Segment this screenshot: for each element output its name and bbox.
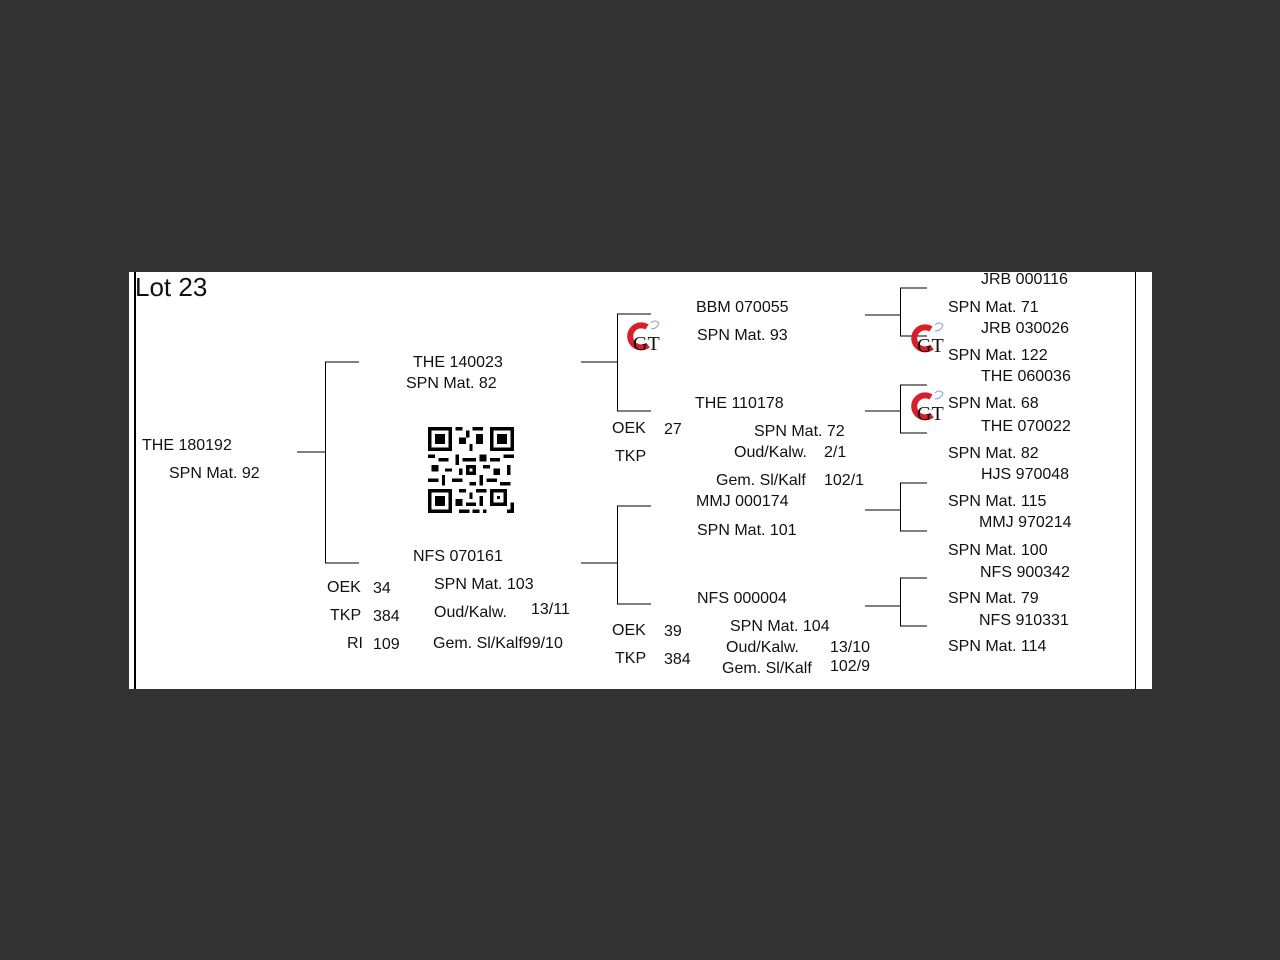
sire-id: THE 140023 (413, 354, 503, 371)
qr-code (428, 427, 514, 513)
gen4-spn: SPN Mat. 71 (948, 299, 1039, 316)
left-border (134, 272, 136, 689)
sd-id: THE 110178 (695, 395, 784, 412)
gen4-id: JRB 000116 (981, 272, 1068, 288)
sd-gem-label: Gem. Sl/Kalf (716, 472, 806, 489)
dd-gem-label: Gem. Sl/Kalf (722, 660, 812, 677)
dam-tkp-value: 384 (373, 608, 400, 625)
dd-oek-value: 39 (664, 623, 682, 640)
gen4-spn: SPN Mat. 79 (948, 590, 1039, 607)
dam-gem-label: Gem. Sl/Kalf99/10 (433, 635, 563, 652)
sd-oud-value: 2/1 (824, 444, 847, 461)
sd-spn: SPN Mat. 72 (754, 423, 845, 440)
sd-oud-label: Oud/Kalw. (734, 444, 807, 461)
dam-oud-value: 13/11 (531, 601, 570, 618)
lot-title: Lot 23 (135, 272, 208, 302)
gen4-id: NFS 910331 (979, 612, 1069, 629)
dam-oek-label: OEK (327, 579, 361, 596)
dd-spn: SPN Mat. 104 (730, 618, 830, 635)
gt-logo-icon: GT (911, 322, 944, 357)
gen4-id: THE 060036 (981, 368, 1071, 385)
ds-spn: SPN Mat. 101 (697, 522, 797, 539)
sd-oek-value: 27 (664, 421, 682, 438)
dd-gem-value: 102/9 (830, 658, 871, 675)
dam-tkp-label: TKP (330, 607, 362, 624)
gen4-spn: SPN Mat. 82 (948, 445, 1039, 462)
svg-text:GT: GT (917, 403, 944, 425)
gen4-id: NFS 900342 (980, 564, 1070, 581)
ss-spn: SPN Mat. 93 (697, 327, 788, 344)
gen4-id: HJS 970048 (981, 466, 1070, 483)
dam-spn: SPN Mat. 103 (434, 576, 534, 593)
sd-gem-value: 102/1 (824, 472, 865, 489)
svg-text:GT: GT (917, 335, 944, 357)
gen4-spn: SPN Mat. 68 (948, 395, 1039, 412)
dd-id: NFS 000004 (697, 590, 787, 607)
dd-tkp-label: TKP (615, 650, 647, 667)
gen4-spn: SPN Mat. 114 (948, 638, 1047, 655)
ss-id: BBM 070055 (696, 299, 789, 316)
pedigree-connector-lines (297, 287, 927, 627)
gen4-id: THE 070022 (981, 418, 1071, 435)
dam-ri-label: RI (347, 635, 363, 652)
dam-oek-value: 34 (373, 580, 391, 597)
svg-text:GT: GT (633, 333, 660, 355)
animal-id: THE 180192 (142, 437, 232, 454)
dam-ri-value: 109 (373, 636, 400, 653)
sd-tkp-label: TKP (615, 448, 647, 465)
gen4-id: MMJ 970214 (979, 514, 1072, 531)
sd-oek-label: OEK (612, 420, 646, 437)
animal-spn: SPN Mat. 92 (169, 465, 260, 482)
dd-oud-value: 13/10 (830, 639, 871, 656)
dd-oud-label: Oud/Kalw. (726, 639, 799, 656)
dam-oud-label: Oud/Kalw. (434, 604, 507, 621)
gen4-spn: SPN Mat. 115 (948, 493, 1047, 510)
dd-tkp-value: 384 (664, 651, 691, 668)
pedigree-sheet: Lot 23 THE 180192 SPN Mat. 92 THE 140023… (129, 272, 1152, 689)
gt-logo-icon: GT (627, 320, 660, 355)
gt-logo-icon: GT (911, 390, 944, 425)
dam-id: NFS 070161 (413, 548, 503, 565)
dd-oek-label: OEK (612, 622, 646, 639)
sire-spn: SPN Mat. 82 (406, 375, 497, 392)
gen4-id: JRB 030026 (981, 320, 1070, 337)
gen4-spn: SPN Mat. 100 (948, 542, 1048, 559)
gen4-spn: SPN Mat. 122 (948, 347, 1048, 364)
ds-id: MMJ 000174 (696, 493, 789, 510)
right-border (1135, 272, 1136, 689)
